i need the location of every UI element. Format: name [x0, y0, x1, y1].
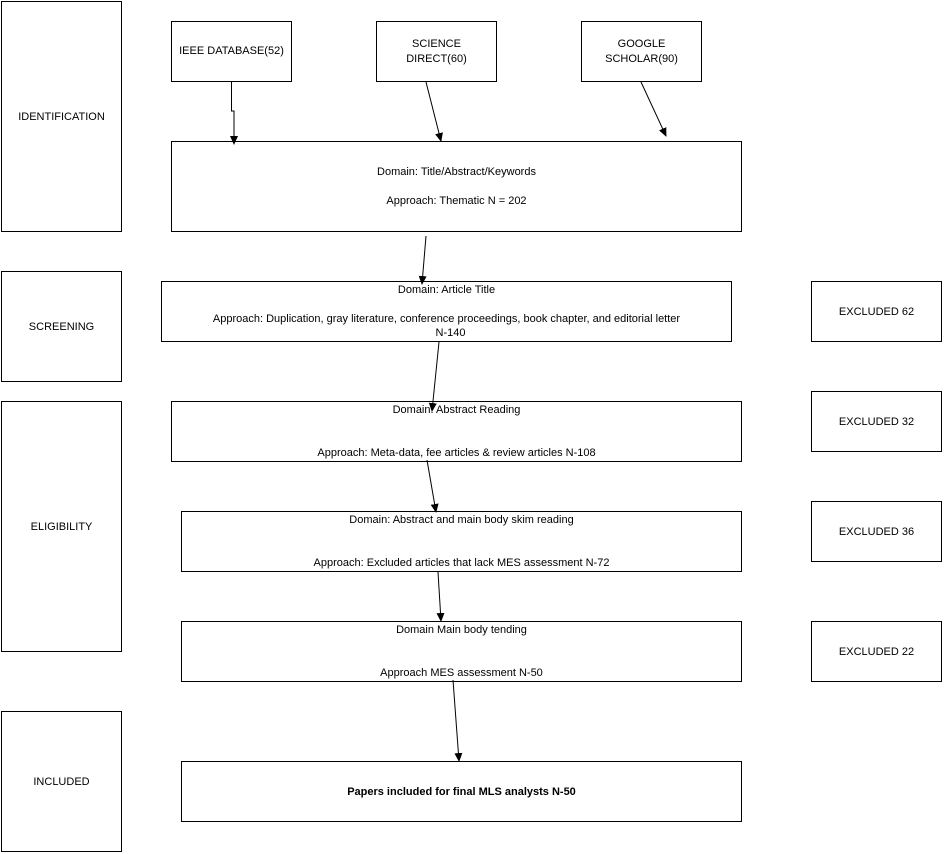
- screening-domain: Domain: Article Title: [397, 284, 496, 296]
- abstract-reading-box: Domain: Abstract Reading Approach: Meta-…: [171, 401, 742, 462]
- screening-count: N-140: [435, 327, 466, 339]
- excluded-skim-reading-label: EXCLUDED 36: [838, 525, 915, 538]
- abstract-reading-approach: Approach: Meta-data, fee articles & revi…: [317, 447, 596, 459]
- arrow-google-scholar-to-identification: [640, 81, 667, 137]
- excluded-skim-reading-box: EXCLUDED 36: [811, 501, 942, 562]
- source-google-scholar-box: GOOGLE SCHOLAR(90): [581, 21, 702, 82]
- excluded-main-body-box: EXCLUDED 22: [811, 621, 942, 682]
- skim-reading-domain: Domain: Abstract and main body skim read…: [349, 514, 574, 526]
- source-ieee-box: IEEE DATABASE(52): [171, 21, 292, 82]
- stage-identification-label: IDENTIFICATION: [18, 110, 105, 123]
- excluded-screening-box: EXCLUDED 62: [811, 281, 942, 342]
- source-ieee-label: IEEE DATABASE(52): [179, 45, 284, 57]
- skim-reading-approach: Approach: Excluded articles that lack ME…: [313, 557, 610, 569]
- arrow-screening-to-abstract-reading: [428, 341, 440, 412]
- excluded-main-body-label: EXCLUDED 22: [838, 645, 915, 658]
- main-body-approach: Approach MES assessment N-50: [380, 667, 543, 679]
- source-google-scholar-label: GOOGLE SCHOLAR(90): [605, 37, 678, 65]
- identification-approach: Approach: Thematic N = 202: [386, 195, 527, 207]
- stage-eligibility-label: ELIGIBILITY: [30, 520, 93, 533]
- stage-identification: IDENTIFICATION: [1, 1, 122, 232]
- arrow-main-body-to-included: [452, 679, 463, 762]
- identification-box: Domain: Title/Abstract/Keywords Approach…: [171, 141, 742, 232]
- source-science-direct-box: SCIENCE DIRECT(60): [376, 21, 497, 82]
- identification-domain: Domain: Title/Abstract/Keywords: [377, 166, 536, 178]
- arrow-identification-to-screening: [418, 235, 427, 285]
- arrow-skim-reading-to-main-body: [436, 571, 445, 622]
- arrow-ieee-to-identification: [230, 82, 238, 145]
- excluded-abstract-reading-box: EXCLUDED 32: [811, 391, 942, 452]
- included-box: Papers included for final MLS analysts N…: [181, 761, 742, 822]
- screening-approach: Approach: Duplication, gray literature, …: [212, 313, 681, 325]
- arrow-science-direct-to-identification: [425, 81, 443, 142]
- stage-screening-label: SCREENING: [28, 320, 95, 333]
- main-body-box: Domain Main body tending Approach MES as…: [181, 621, 742, 682]
- excluded-abstract-reading-label: EXCLUDED 32: [838, 415, 915, 428]
- stage-included-label: INCLUDED: [33, 775, 90, 788]
- stage-included: INCLUDED: [1, 711, 122, 852]
- skim-reading-box: Domain: Abstract and main body skim read…: [181, 511, 742, 572]
- stage-eligibility: ELIGIBILITY: [1, 401, 122, 652]
- screening-box: Domain: Article Title Approach: Duplicat…: [161, 281, 732, 342]
- stage-screening: SCREENING: [1, 271, 122, 382]
- included-label: Papers included for final MLS analysts N…: [347, 785, 576, 798]
- main-body-domain: Domain Main body tending: [396, 624, 527, 636]
- excluded-screening-label: EXCLUDED 62: [838, 305, 915, 318]
- source-science-direct-label: SCIENCE DIRECT(60): [406, 37, 467, 65]
- arrow-abstract-reading-to-skim-reading: [426, 459, 439, 513]
- abstract-reading-domain: Domain: Abstract Reading: [392, 404, 521, 416]
